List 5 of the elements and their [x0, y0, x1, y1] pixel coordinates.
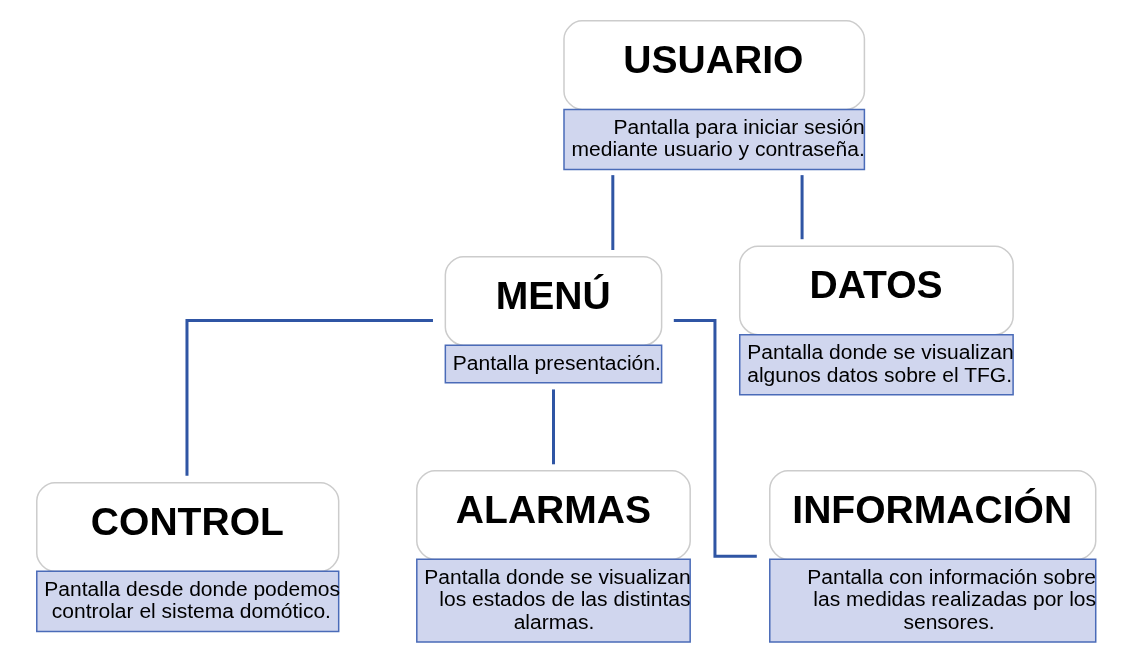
connector: [185, 319, 433, 476]
connector: [800, 175, 804, 240]
connector: [611, 175, 615, 250]
connector: [673, 319, 757, 558]
connector: [552, 389, 555, 465]
